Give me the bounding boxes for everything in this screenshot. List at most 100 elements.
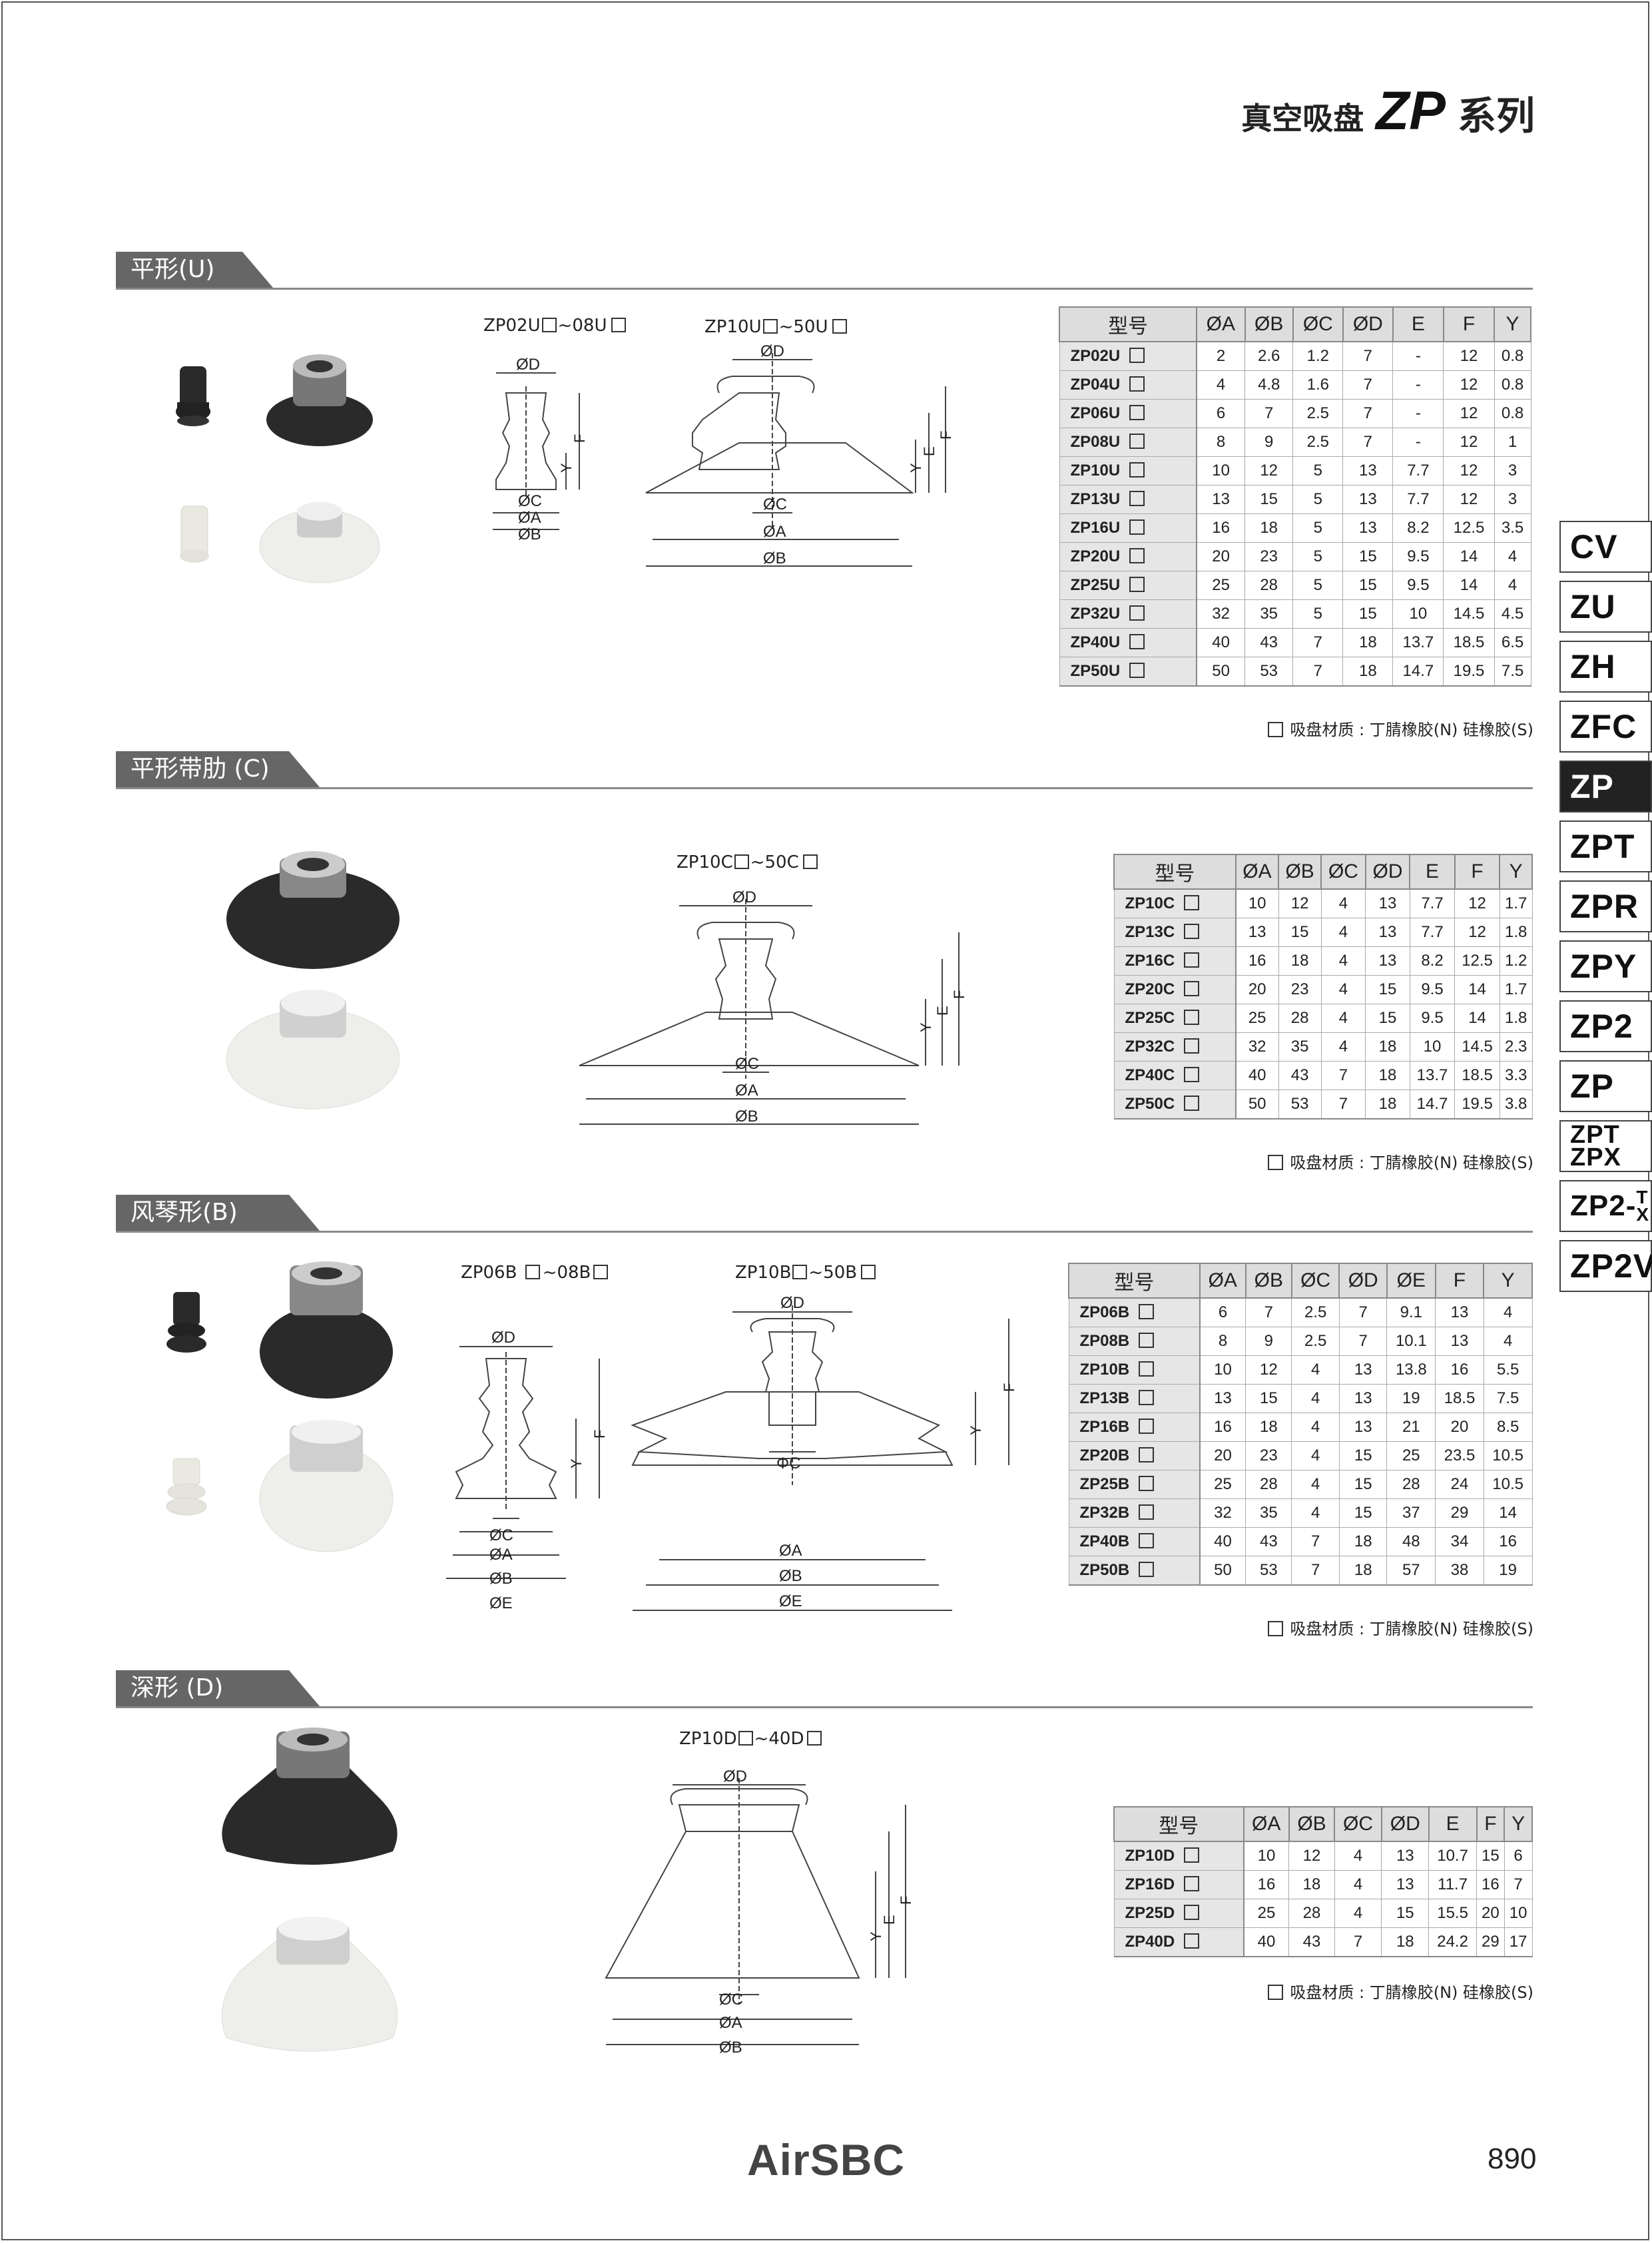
model-cell: ZP10B: [1068, 1355, 1201, 1385]
model-cell: ZP06B: [1068, 1297, 1201, 1327]
section-bar-u: 平形(U): [116, 252, 1533, 290]
dim-label: ØB: [763, 549, 786, 567]
column-header: ØA: [1235, 854, 1280, 890]
column-header: ØD: [1342, 306, 1394, 342]
side-tab-zh[interactable]: ZH: [1559, 641, 1652, 693]
value-cell: 20: [1199, 1441, 1246, 1470]
value-cell: 5: [1292, 513, 1344, 543]
value-cell: 34: [1435, 1527, 1484, 1556]
model-label: ZP32U: [1070, 605, 1121, 623]
model-cell: ZP25B: [1068, 1470, 1201, 1499]
side-tab-cv[interactable]: CV: [1559, 521, 1652, 573]
model-label: ZP25U: [1070, 576, 1121, 594]
value-cell: 18: [1244, 513, 1294, 543]
side-tab-zpt-zpx[interactable]: ZPT ZPX: [1559, 1120, 1652, 1172]
dim-label: Y: [558, 463, 575, 473]
value-cell: 15: [1338, 1498, 1388, 1528]
checkbox-icon: [1129, 663, 1145, 678]
model-cell: ZP50U: [1059, 657, 1198, 687]
value-cell: 13: [1342, 485, 1394, 514]
dim-label: Y: [908, 463, 924, 473]
dim-label: ØB: [735, 1108, 758, 1125]
checkbox-icon: [1268, 1621, 1284, 1636]
material-note-d: 吸盘材质 : 丁腈橡胶(N) 硅橡胶(S): [1268, 1979, 1533, 2003]
value-cell: 7: [1245, 1297, 1292, 1327]
side-tab-zpy[interactable]: ZPY: [1559, 940, 1652, 992]
value-cell: 0.8: [1494, 399, 1531, 428]
side-tab-zp[interactable]: ZP: [1559, 1060, 1652, 1112]
header-series-code: ZP: [1376, 81, 1446, 141]
value-cell: 16: [1435, 1355, 1484, 1385]
drawing-b-large: ØD ΦC ØA ØB ØE F Y: [631, 1294, 1017, 1611]
side-tab-zp2[interactable]: ZP2: [1559, 1000, 1652, 1052]
dim-label: ØA: [518, 509, 541, 527]
value-cell: 13: [1342, 513, 1394, 543]
value-cell: 18.5: [1443, 628, 1495, 657]
section-bar-d: 深形 (D): [116, 1670, 1533, 1708]
model-cell: ZP13U: [1059, 485, 1198, 514]
side-tab-zfc[interactable]: ZFC: [1559, 701, 1652, 753]
value-cell: 40: [1243, 1927, 1290, 1957]
value-cell: 43: [1245, 1527, 1292, 1556]
checkbox-icon: [1268, 1985, 1284, 2000]
side-tab-zp2v[interactable]: ZP2V: [1559, 1240, 1652, 1292]
value-cell: 5: [1292, 542, 1344, 571]
model-label: ZP32B: [1079, 1504, 1130, 1522]
dim-label: ØB: [518, 525, 541, 543]
model-label: ZP16C: [1125, 952, 1175, 970]
value-cell: 12: [1244, 456, 1294, 485]
dim-label: ØE: [489, 1594, 513, 1612]
value-cell: 1: [1494, 428, 1531, 457]
value-cell: 4: [1494, 542, 1531, 571]
column-header: ØD: [1364, 854, 1411, 890]
model-cell: ZP13B: [1068, 1384, 1201, 1413]
value-cell: 4: [1291, 1355, 1340, 1385]
value-cell: 7: [1334, 1927, 1382, 1957]
value-cell: 18: [1338, 1527, 1388, 1556]
value-cell: 12: [1443, 428, 1495, 457]
value-cell: 9.5: [1409, 1004, 1456, 1033]
value-cell: 12.5: [1443, 513, 1495, 543]
value-cell: 12: [1443, 485, 1495, 514]
value-cell: 18.5: [1454, 1061, 1500, 1090]
value-cell: 28: [1244, 571, 1294, 600]
value-cell: 13: [1381, 1870, 1430, 1899]
value-cell: 19: [1483, 1556, 1533, 1586]
drawing-title-b1: ZP06B ~08B: [461, 1263, 609, 1283]
dim-label: E: [881, 1915, 898, 1925]
column-header: F: [1442, 306, 1496, 342]
value-cell: 35: [1245, 1498, 1292, 1528]
value-cell: 3.8: [1499, 1090, 1533, 1120]
page-header: 真空吸盘 ZP 系列: [1241, 80, 1535, 143]
value-cell: 4: [1291, 1470, 1340, 1499]
checkbox-icon: [1184, 1847, 1200, 1863]
drawing-c: ØD ØC ØA ØB F E Y: [579, 888, 967, 1125]
value-cell: 43: [1288, 1927, 1335, 1957]
value-cell: 7: [1291, 1527, 1340, 1556]
value-cell: 2.5: [1291, 1297, 1340, 1327]
side-tab-zpt[interactable]: ZPT: [1559, 820, 1652, 872]
value-cell: 23.5: [1435, 1441, 1484, 1470]
model-label: ZP25C: [1125, 1009, 1175, 1027]
value-cell: 16: [1235, 946, 1279, 976]
value-cell: 21: [1386, 1413, 1436, 1442]
checkbox-icon: [1139, 1504, 1155, 1520]
model-label: ZP16U: [1070, 519, 1121, 537]
value-cell: 13: [1196, 485, 1246, 514]
section-tab-c: 平形带肋 (C): [116, 751, 320, 787]
value-cell: 28: [1386, 1470, 1436, 1499]
dim-label: ØC: [489, 1526, 513, 1544]
value-cell: 4: [1196, 370, 1246, 400]
side-tab-zu[interactable]: ZU: [1559, 581, 1652, 633]
value-cell: 15: [1338, 1441, 1388, 1470]
model-cell: ZP20U: [1059, 542, 1198, 571]
value-cell: 10: [1504, 1899, 1533, 1928]
side-tab-zp-active[interactable]: ZP: [1559, 761, 1652, 812]
section-tab-b: 风琴形(B): [116, 1195, 320, 1231]
value-cell: 14: [1454, 1004, 1500, 1033]
side-tab-zpr[interactable]: ZPR: [1559, 880, 1652, 932]
